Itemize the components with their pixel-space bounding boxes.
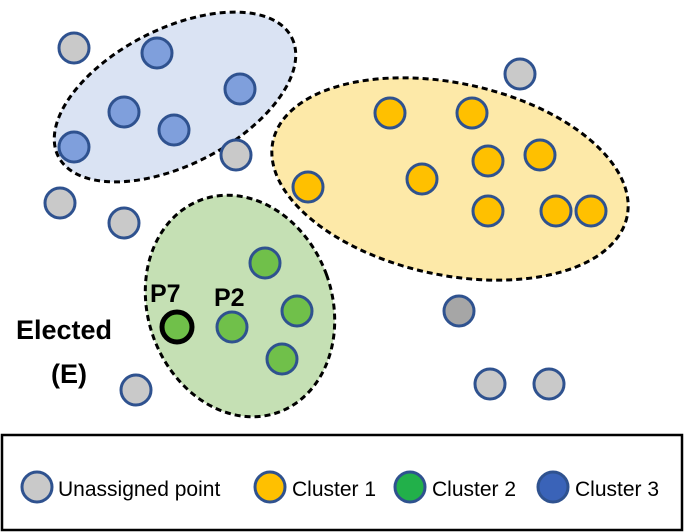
cluster-2-point-p2 [215, 310, 249, 344]
elected-point-p7 [159, 309, 195, 345]
unassigned-point [442, 294, 476, 328]
unassigned-point [503, 57, 537, 91]
cluster-1-point [291, 170, 325, 204]
cluster-3-points [57, 36, 257, 164]
legend: Unassigned point Cluster 1 Cluster 2 Clu… [0, 433, 684, 532]
legend-label-cluster-3: Cluster 3 [575, 478, 659, 501]
label-p2: P2 [214, 284, 245, 312]
cluster-2-point [280, 294, 314, 328]
label-p7: P7 [150, 280, 181, 308]
cluster-1-points [291, 96, 608, 228]
unassigned-point [43, 186, 77, 220]
label-elected: Elected [16, 315, 112, 345]
cluster-2-point [265, 342, 299, 376]
cluster-1-point [455, 96, 489, 130]
cluster-3-point [140, 36, 174, 70]
cluster-3-point [57, 130, 91, 164]
cluster-1-point [574, 194, 608, 228]
unassigned-point [219, 138, 253, 172]
unassigned-point [532, 367, 566, 401]
label-elected-abbrev: (E) [51, 359, 87, 389]
unassigned-point [107, 206, 141, 240]
cluster-1-region [270, 76, 630, 282]
cluster-2-point [248, 246, 282, 280]
legend-swatch-cluster-1 [253, 470, 287, 504]
cluster-1-point [373, 96, 407, 130]
cluster-1-point [471, 194, 505, 228]
unassigned-points [43, 31, 566, 407]
cluster-1-point [539, 194, 573, 228]
legend-swatch-unassigned [20, 470, 54, 504]
legend-label-unassigned: Unassigned point [58, 478, 220, 501]
legend-label-cluster-2: Cluster 2 [432, 478, 516, 501]
cluster-1-point [405, 162, 439, 196]
legend-swatch-cluster-3 [536, 470, 570, 504]
unassigned-point [57, 31, 91, 65]
cluster-2-points [159, 246, 314, 376]
unassigned-point [473, 367, 507, 401]
cluster-3-point [223, 72, 257, 106]
legend-swatch-cluster-2 [393, 470, 427, 504]
cluster-1-point [523, 138, 557, 172]
cluster-3-point [157, 113, 191, 147]
cluster-3-point [107, 95, 141, 129]
cluster-1-point [471, 144, 505, 178]
legend-label-cluster-1: Cluster 1 [292, 478, 376, 501]
unassigned-point [119, 373, 153, 407]
